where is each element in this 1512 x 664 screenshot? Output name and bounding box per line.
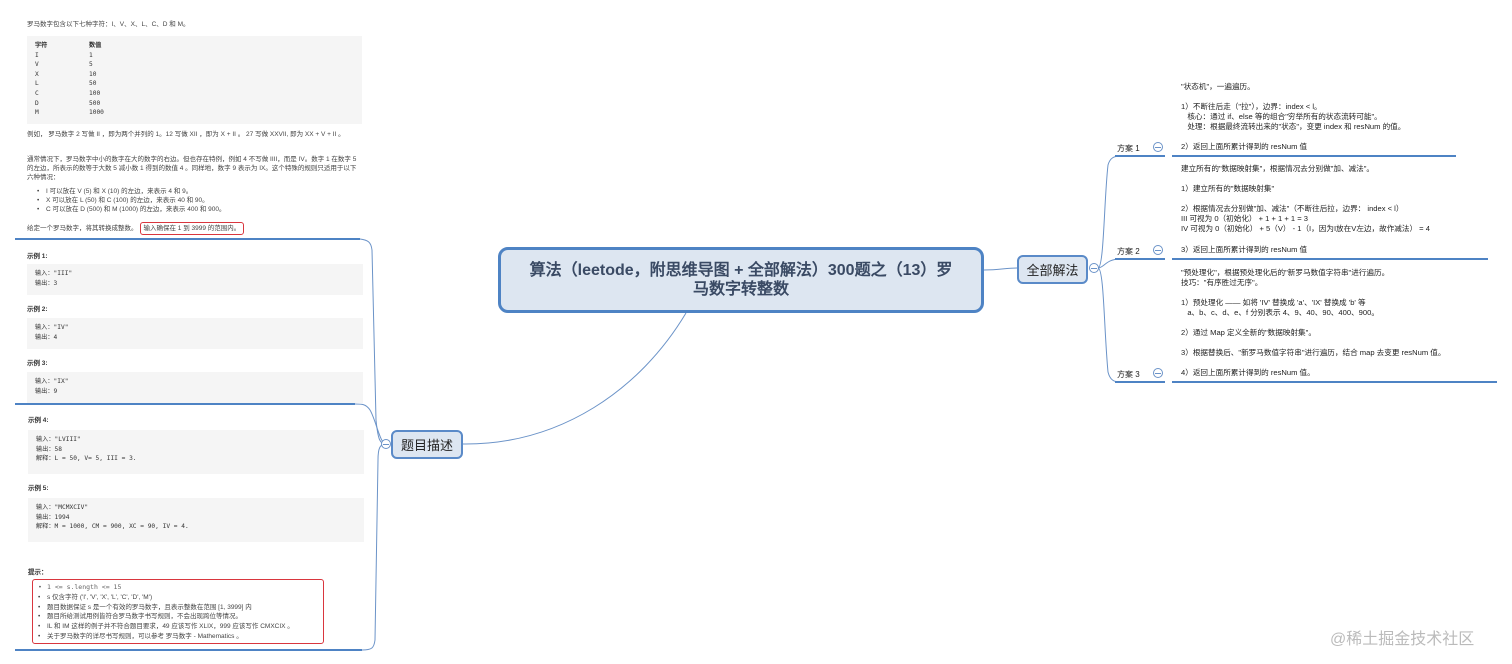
table-cell: C — [35, 89, 39, 97]
example-box: 输入："MCMXCIV" 输出：1994 解释：M = 1000, CM = 9… — [28, 498, 364, 542]
table-cell: M — [35, 109, 39, 117]
hint-item: 1 <= s.length <= 15 — [35, 583, 319, 593]
example-output: 输出：58 — [36, 445, 63, 453]
table-cell: X — [35, 70, 39, 78]
collapse-toggle-plan-2[interactable] — [1153, 245, 1163, 255]
example-label: 示例 2: — [27, 306, 48, 313]
hint-item: IL 和 IM 这样的例子并不符合题目要求，49 应该写作 XLIX，999 应… — [35, 622, 319, 632]
table-cell: 1 — [89, 51, 93, 59]
table-cell: 5 — [89, 61, 93, 69]
example-box: 输入："IX" 输出：9 — [27, 372, 363, 403]
table-row: M 1000 — [35, 108, 354, 118]
rule-item: X 可以放在 L (50) 和 C (100) 的左边，来表示 40 和 90。 — [34, 196, 364, 205]
hint-item: s 仅含字符 ('I', 'V', 'X', 'L', 'C', 'D', 'M… — [35, 593, 319, 603]
plan-2-underline — [1115, 258, 1165, 260]
plan-1-last-step: 2）返回上面所累计得到的 resNum 值 — [1181, 142, 1308, 151]
collapse-toggle-solutions[interactable] — [1089, 263, 1099, 273]
intro-text: 罗马数字包含以下七种字符：I、V、X、L、C、D 和 M。 — [27, 21, 190, 28]
example-input: 输入："MCMXCIV" — [36, 504, 89, 511]
example-paragraph: 例如， 罗马数字 2 写做 II ，即为两个并列的 1。12 写做 XII ，即… — [27, 131, 345, 138]
rule-item: C 可以放在 D (500) 和 M (1000) 的左边，来表示 400 和 … — [34, 205, 364, 214]
plan-1-label[interactable]: 方案 1 — [1117, 144, 1140, 153]
collapse-toggle-plan-3[interactable] — [1153, 368, 1163, 378]
hints-label: 提示： — [28, 569, 48, 576]
example-input: 输入："III" — [35, 270, 73, 277]
task-highlight: 输入确保在 1 到 3999 的范围内。 — [139, 222, 245, 235]
example-explain: 解释：M = 1000, CM = 900, XC = 90, IV = 4. — [36, 523, 189, 531]
table-cell: I — [35, 51, 39, 59]
table-row: C 100 — [35, 89, 354, 99]
table-row: X 10 — [35, 70, 354, 80]
example-output: 输出：3 — [35, 279, 58, 287]
example-label: 示例 1: — [27, 253, 48, 260]
branch-label: 全部解法 — [1026, 263, 1079, 278]
example-box: 输入："III" 输出：3 — [27, 264, 363, 295]
plan-3-underline — [1115, 381, 1165, 383]
rule-item: I 可以放在 V (5) 和 X (10) 的左边，来表示 4 和 9。 — [34, 187, 364, 196]
branch-label: 题目描述 — [400, 438, 453, 453]
hint-item: 题目数据保证 s 是一个有效的罗马数字，且表示整数在范围 [1, 3999] 内 — [35, 603, 319, 613]
example-input: 输入："IV" — [35, 324, 69, 331]
collapse-toggle-plan-1[interactable] — [1153, 142, 1163, 152]
watermark: @稀土掘金技术社区 — [1330, 631, 1475, 648]
header-char: 字符 — [35, 42, 48, 49]
plan-1-underline — [1115, 155, 1165, 157]
hint-item: 题目所给测试用例皆符合罗马数字书写规则，不会出现跨位等情况。 — [35, 612, 319, 622]
example-output: 输出：9 — [35, 387, 58, 395]
example-label: 示例 4: — [28, 417, 49, 424]
example-output: 输出：1994 — [36, 513, 70, 521]
example-box: 输入："IV" 输出：4 — [27, 318, 363, 349]
hint-item[interactable]: 关于罗马数字的详尽书写规则，可以参考 罗马数字 - Mathematics 。 — [35, 632, 319, 642]
example-label: 示例 3: — [27, 360, 48, 367]
table-cell: 10 — [89, 70, 97, 78]
central-topic-title: 算法（leetode，附思维导图 + 全部解法）300题之（13）罗马数字转整数 — [529, 262, 953, 298]
plan-3-body: "预处理化"，根据预处理化后的"新罗马数值字符串"进行遍历。 技巧："有序胜过无… — [1181, 268, 1446, 357]
plan-2-content-underline — [1172, 258, 1488, 260]
example-input: 输入："IX" — [35, 378, 69, 385]
table-cell: D — [35, 99, 39, 107]
branch-node-all-solutions[interactable]: 全部解法 — [1017, 255, 1088, 284]
table-cell: 500 — [89, 99, 101, 107]
plan-2-last-step: 3）返回上面所累计得到的 resNum 值 — [1181, 245, 1308, 254]
table-cell: V — [35, 61, 39, 69]
plan-2-body: 建立所有的"数据映射集"，根据情况去分别做"加、减法"。 1）建立所有的"数据映… — [1181, 164, 1430, 233]
example-box: 输入："LVIII" 输出：58 解释：L = 50, V= 5, III = … — [28, 430, 364, 474]
plan-2-label[interactable]: 方案 2 — [1117, 247, 1140, 256]
example-label: 示例 5: — [28, 485, 49, 492]
hints-list: 1 <= s.length <= 15 s 仅含字符 ('I', 'V', 'X… — [32, 579, 324, 644]
plan-3-content-underline — [1172, 381, 1497, 383]
special-case-paragraph: 通常情况下，罗马数字中小的数字在大的数字的右边。但也存在特例，例如 4 不写做 … — [27, 156, 357, 181]
task-text: 给定一个罗马数字，将其转换成整数。 — [27, 225, 138, 232]
example-explain: 解释：L = 50, V= 5, III = 3. — [36, 455, 137, 463]
table-cell: 100 — [89, 89, 101, 97]
example-output: 输出：4 — [35, 333, 58, 341]
plan-1-content-underline — [1172, 155, 1456, 157]
central-topic[interactable]: 算法（leetode，附思维导图 + 全部解法）300题之（13）罗马数字转整数 — [498, 247, 984, 313]
table-cell: 50 — [89, 80, 97, 88]
table-cell: L — [35, 80, 39, 88]
collapse-toggle-description[interactable] — [381, 439, 391, 449]
plan-3-label[interactable]: 方案 3 — [1117, 370, 1140, 379]
table-header: 字符 数值 — [35, 41, 354, 51]
example-input: 输入："LVIII" — [36, 436, 81, 443]
table-row: L 50 — [35, 79, 354, 89]
table-row: D 500 — [35, 99, 354, 109]
plan-1-body: "状态机"，一遍遍历。 1）不断往后走（"拉"），边界：index < l。 核… — [1181, 82, 1406, 131]
branch-node-description[interactable]: 题目描述 — [391, 430, 463, 459]
rules-list: I 可以放在 V (5) 和 X (10) 的左边，来表示 4 和 9。 X 可… — [34, 187, 364, 214]
header-value: 数值 — [89, 42, 102, 49]
task-statement: 给定一个罗马数字，将其转换成整数。 输入确保在 1 到 3999 的范围内。 — [27, 222, 245, 235]
plan-3-last-step: 4）返回上面所累计得到的 resNum 值。 — [1181, 368, 1315, 377]
table-cell: 1000 — [89, 109, 104, 117]
